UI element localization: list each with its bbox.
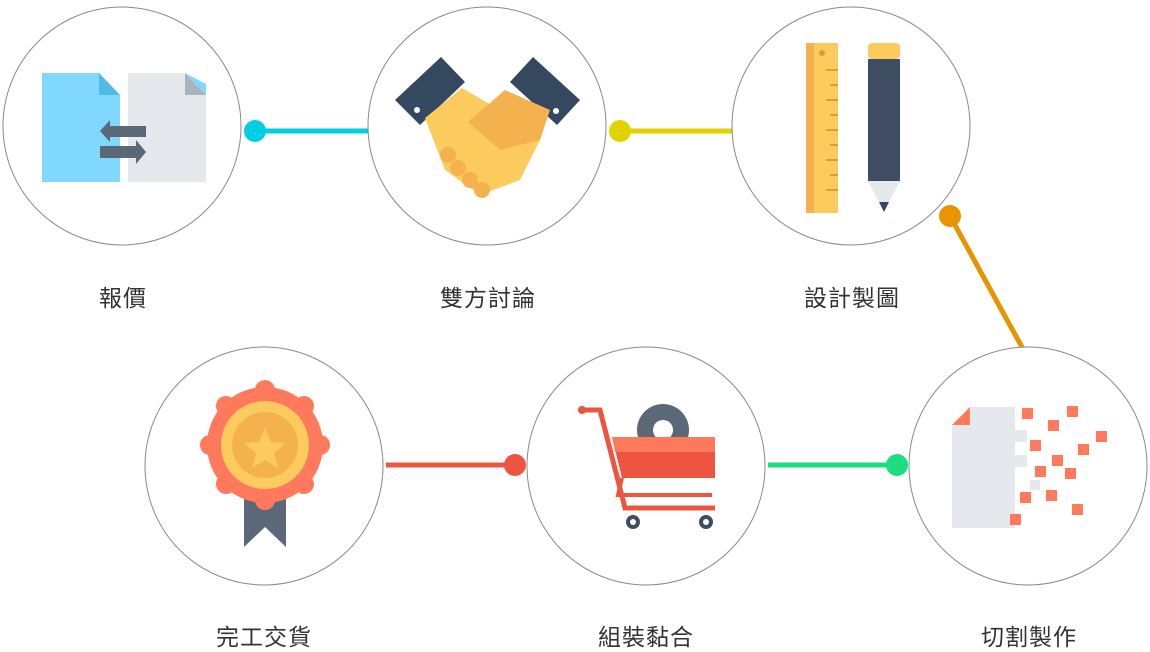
shopping-cart-gear-icon xyxy=(578,404,715,529)
connector-cutting-to-assembly xyxy=(768,454,908,476)
step-circle-design xyxy=(731,6,971,246)
step-label-delivery: 完工交貨 xyxy=(216,625,312,651)
step-label-discussion: 雙方討論 xyxy=(440,286,536,312)
ruler-pencil-icon xyxy=(806,43,900,213)
step-label-cutting: 切割製作 xyxy=(981,625,1077,651)
connector-assembly-to-delivery xyxy=(386,454,526,476)
handshake-icon xyxy=(395,57,580,198)
connector-design-to-cutting xyxy=(939,205,1026,351)
step-circle-cutting xyxy=(908,346,1148,586)
connector-quote-to-discussion xyxy=(244,120,368,142)
step-label-assembly: 組裝黏合 xyxy=(598,625,694,651)
step-label-design: 設計製圖 xyxy=(804,286,900,312)
pixelated-document-icon xyxy=(952,406,1107,528)
connector-discussion-to-design xyxy=(609,120,732,142)
document-exchange-icon xyxy=(42,73,206,182)
step-label-quote: 報價 xyxy=(99,286,147,312)
award-badge-icon xyxy=(200,380,330,547)
